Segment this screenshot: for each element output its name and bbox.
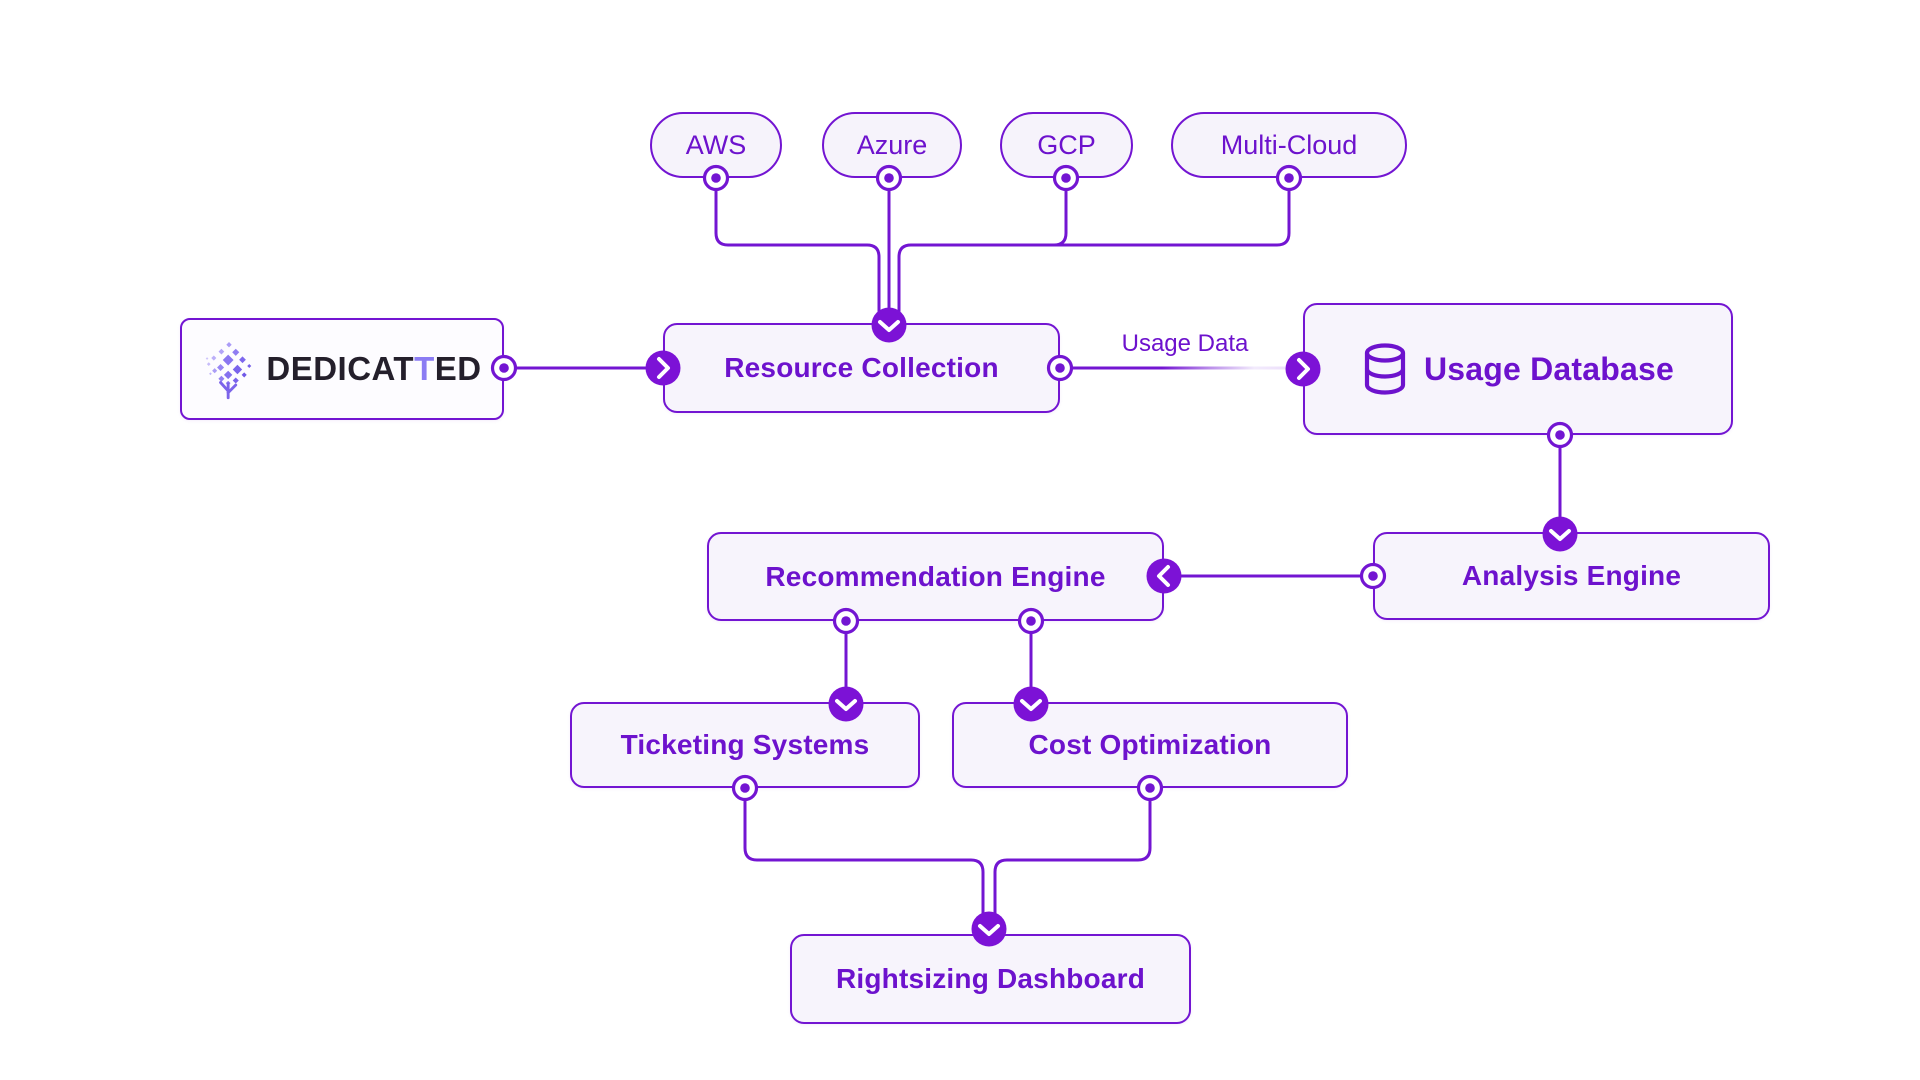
brand-node-dedicatted: DEDICATTED — [180, 318, 504, 420]
provider-node-aws: AWS — [650, 112, 782, 178]
node-label: Cost Optimization — [1028, 729, 1272, 760]
node-label: Recommendation Engine — [765, 560, 1106, 592]
edge-cost-optimization-to-rightsizing — [993, 786, 1152, 916]
node-recommendation-engine: Recommendation Engine — [707, 532, 1164, 621]
provider-label: GCP — [1037, 129, 1096, 160]
provider-label: Multi-Cloud — [1220, 129, 1358, 160]
node-resource-collection: Resource Collection — [663, 323, 1060, 413]
provider-node-gcp: GCP — [1000, 112, 1133, 178]
edge-multicloud-to-resource-collection — [897, 176, 1291, 318]
database-icon — [1364, 343, 1406, 395]
provider-node-multi-cloud: Multi-Cloud — [1171, 112, 1407, 178]
dedicatted-logo-icon — [206, 342, 252, 400]
edge-gcp-to-resource-collection — [1046, 176, 1068, 247]
node-label: Analysis Engine — [1461, 560, 1682, 591]
node-label: Resource Collection — [724, 352, 999, 383]
provider-node-azure: Azure — [822, 112, 962, 178]
node-ticketing-systems: Ticketing Systems — [570, 702, 920, 788]
edge-aws-to-resource-collection — [714, 176, 881, 318]
node-usage-database: Usage Database — [1303, 303, 1733, 435]
edge-label-usage-data: Usage Data — [1121, 330, 1249, 357]
node-rightsizing-dashboard: Rightsizing Dashboard — [790, 934, 1191, 1024]
node-label: Rightsizing Dashboard — [835, 963, 1146, 994]
node-label: Usage Database — [1423, 350, 1675, 387]
brand-wordmark: DEDICATTED — [266, 350, 482, 387]
provider-label: AWS — [685, 129, 747, 160]
node-label: Ticketing Systems — [620, 729, 870, 760]
provider-label: Azure — [856, 129, 928, 160]
node-cost-optimization: Cost Optimization — [952, 702, 1348, 788]
node-analysis-engine: Analysis Engine — [1373, 532, 1770, 620]
edge-ticketing-to-rightsizing — [743, 786, 985, 916]
